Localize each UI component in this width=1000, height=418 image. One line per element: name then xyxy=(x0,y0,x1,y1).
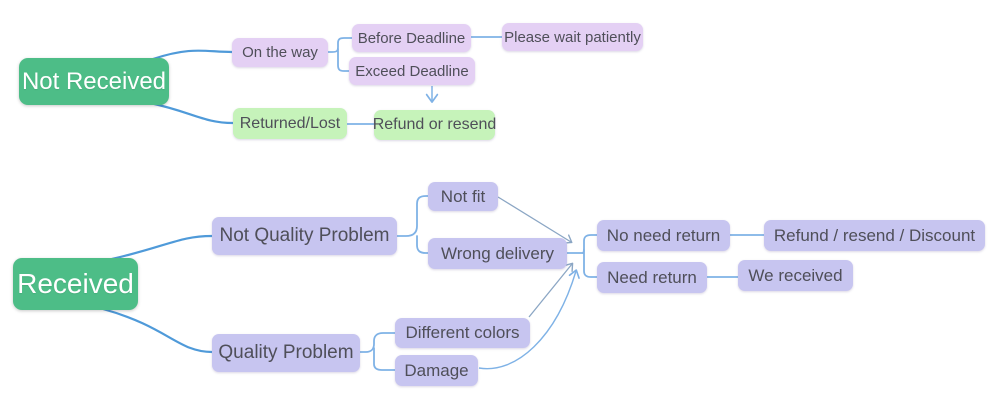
node-damage[interactable]: Damage xyxy=(395,355,478,386)
edge-notreceived-ontheway xyxy=(151,49,234,61)
node-exceed-deadline[interactable]: Exceed Deadline xyxy=(349,57,475,85)
edge-quality-damage xyxy=(373,347,396,371)
edge-differentcolors-junction-arrow xyxy=(528,262,574,318)
node-not-fit[interactable]: Not fit xyxy=(428,182,498,211)
node-on-the-way[interactable]: On the way xyxy=(232,38,328,67)
node-quality-problem[interactable]: Quality Problem xyxy=(212,334,360,372)
node-refund-resend-discount[interactable]: Refund / resend / Discount xyxy=(764,220,985,251)
edge-notquality-notfit xyxy=(396,195,429,237)
node-received[interactable]: Received xyxy=(13,258,138,310)
node-not-quality-problem[interactable]: Not Quality Problem xyxy=(212,217,397,255)
edge-damage-junction-arrow xyxy=(478,269,580,370)
node-wrong-delivery[interactable]: Wrong delivery xyxy=(428,238,567,269)
edge-quality-differentcolors xyxy=(359,332,396,353)
node-need-return[interactable]: Need return xyxy=(597,262,707,293)
node-please-wait-patiently[interactable]: Please wait patiently xyxy=(502,23,643,51)
node-before-deadline[interactable]: Before Deadline xyxy=(352,24,471,52)
edge-received-quality xyxy=(101,307,214,354)
node-returned-lost[interactable]: Returned/Lost xyxy=(233,108,347,139)
edge-notfit-junction-arrow xyxy=(497,196,573,244)
node-no-need-return[interactable]: No need return xyxy=(597,220,730,251)
bracket-links xyxy=(327,36,765,371)
node-we-received[interactable]: We received xyxy=(738,260,853,291)
edge-ontheway-beforedeadline xyxy=(327,37,353,53)
edge-junction-needreturn xyxy=(583,249,598,278)
edge-junction-noneedreturn xyxy=(582,234,598,254)
root-curves xyxy=(101,49,235,354)
edge-notquality-wrongdelivery xyxy=(416,235,429,254)
node-refund-or-resend[interactable]: Refund or resend xyxy=(373,110,496,140)
node-not-received[interactable]: Not Received xyxy=(19,58,169,105)
edge-received-notquality xyxy=(110,234,214,261)
edge-notreceived-returnedlost xyxy=(148,101,235,125)
edge-ontheway-exceeddeadline xyxy=(337,48,350,72)
node-different-colors[interactable]: Different colors xyxy=(395,318,530,348)
